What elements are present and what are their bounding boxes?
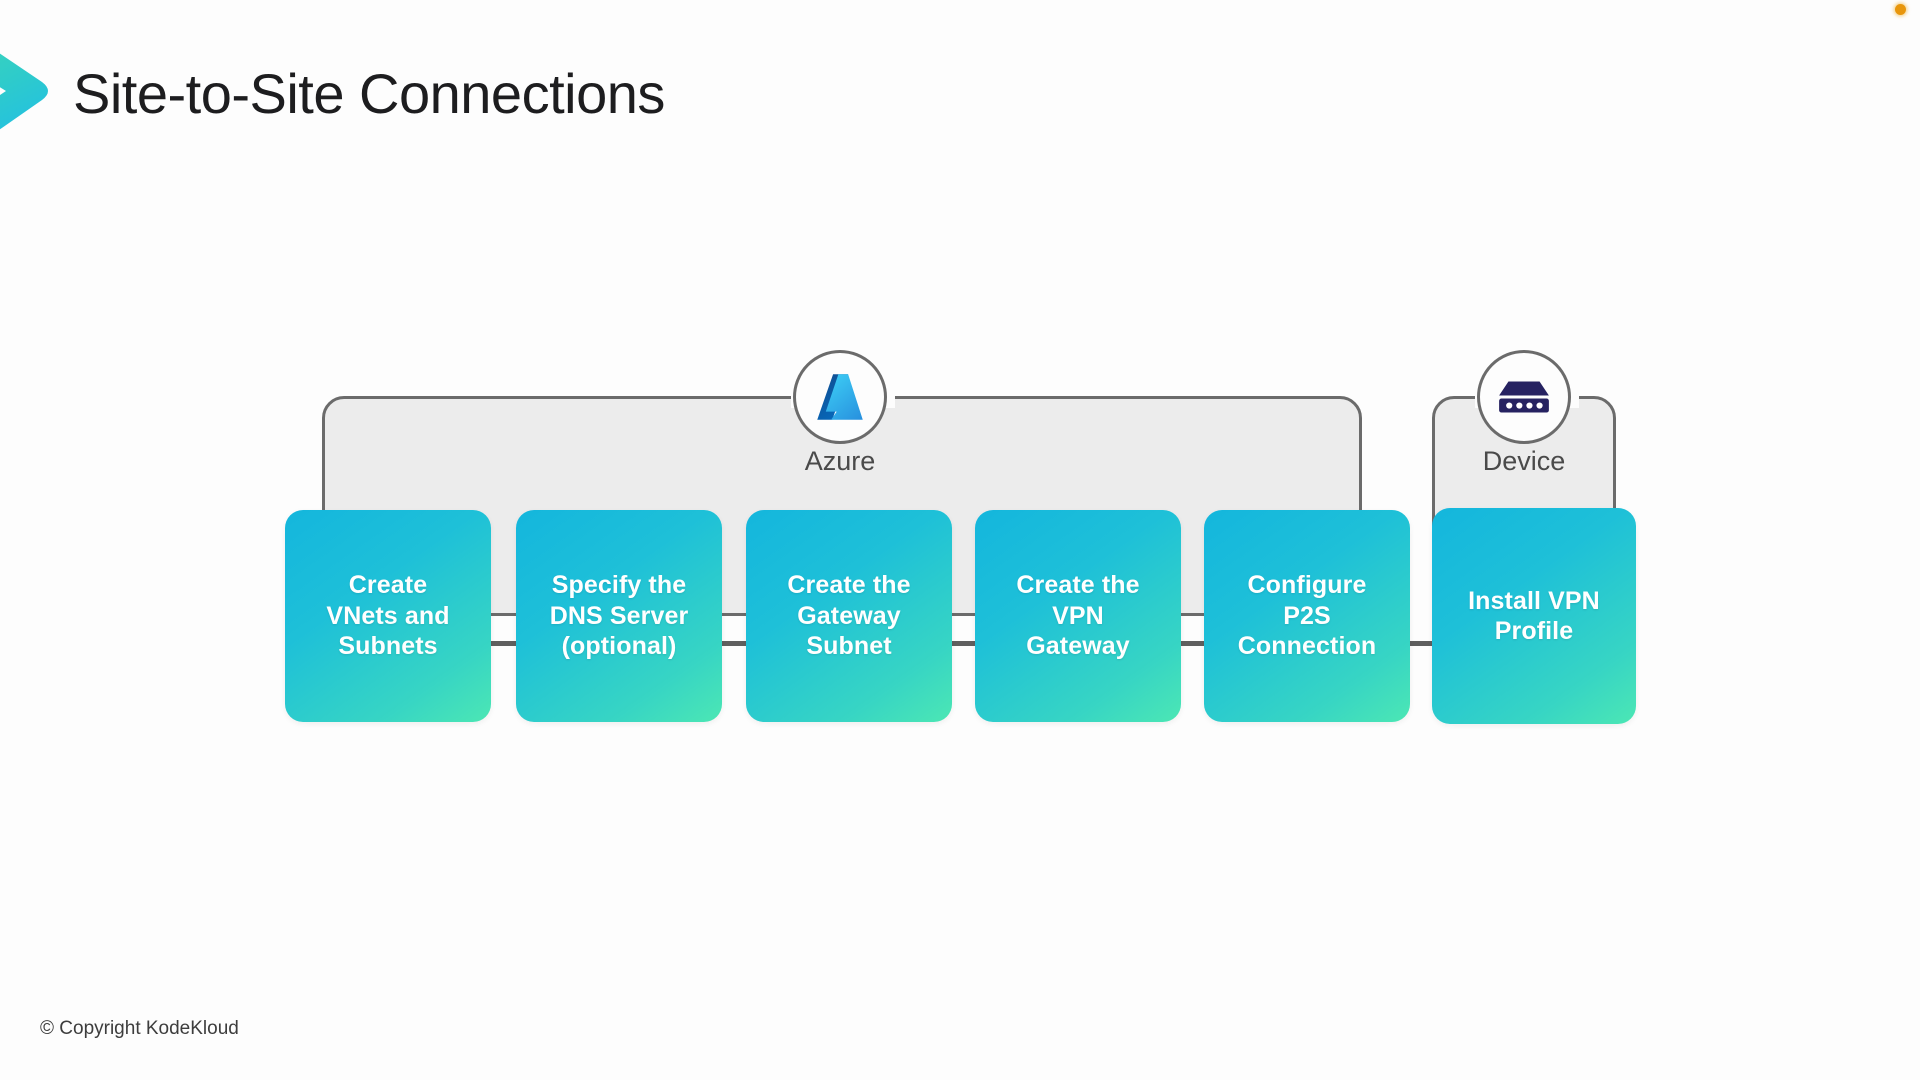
connector-4-5 [1172,641,1210,646]
group-label-device: Device [1482,446,1566,476]
step-label-6: Install VPN Profile [1468,586,1600,646]
step-card-4[interactable]: Create the VPN Gateway [975,510,1181,722]
group-label-azure: Azure [804,446,876,476]
step-card-6[interactable]: Install VPN Profile [1432,508,1636,724]
step-label-3: Create the Gateway Subnet [787,571,911,661]
step-label-5: Configure P2S Connection [1237,571,1377,661]
step-card-1[interactable]: Create VNets and Subnets [285,510,491,722]
step-label-1: Create VNets and Subnets [326,571,450,661]
status-indicator-dot [1895,4,1906,15]
chevron-right-icon [0,18,64,166]
page-title: Site-to-Site Connections [73,62,665,125]
step-card-5[interactable]: Configure P2S Connection [1204,510,1410,722]
connector-3-4 [942,641,980,646]
step-label-4: Create the VPN Gateway [1016,571,1140,661]
connector-1-2 [480,641,518,646]
step-card-2[interactable]: Specify the DNS Server (optional) [516,510,722,722]
copyright-footer: © Copyright KodeKloud [40,1018,239,1039]
connector-2-3 [712,641,750,646]
step-card-3[interactable]: Create the Gateway Subnet [746,510,952,722]
azure-logo-icon [793,350,887,444]
step-label-2: Specify the DNS Server (optional) [549,571,689,661]
connector-5-6 [1398,641,1438,646]
router-device-icon [1477,350,1571,444]
